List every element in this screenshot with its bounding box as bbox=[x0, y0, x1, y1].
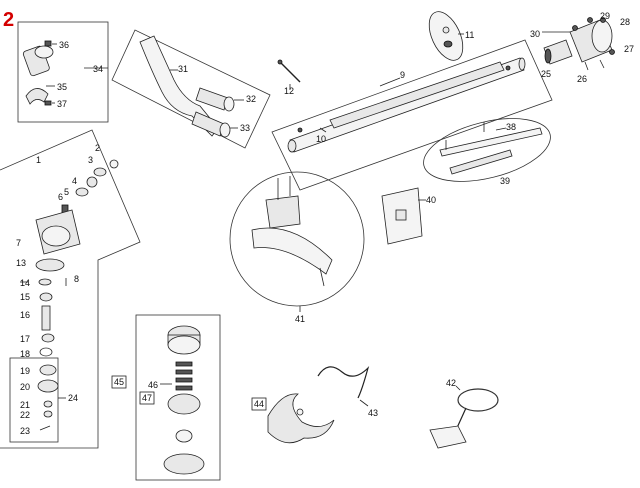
label-20: 20 bbox=[20, 382, 30, 392]
label-13: 13 bbox=[16, 258, 26, 268]
label-4: 4 bbox=[72, 176, 77, 186]
label-35: 35 bbox=[57, 82, 67, 92]
label-1: 1 bbox=[36, 155, 41, 165]
label-42: 42 bbox=[446, 378, 456, 388]
part-12-pin bbox=[277, 59, 301, 90]
label-33: 33 bbox=[240, 123, 250, 133]
label-24: 24 bbox=[68, 393, 78, 403]
label-38: 38 bbox=[506, 122, 516, 132]
label-7: 7 bbox=[16, 238, 21, 248]
label-15: 15 bbox=[20, 292, 30, 302]
label-9: 9 bbox=[400, 70, 405, 80]
label-11: 11 bbox=[465, 30, 474, 40]
page-number: 2 bbox=[3, 9, 14, 31]
label-23: 23 bbox=[20, 426, 30, 436]
part-42-strap bbox=[429, 385, 499, 449]
label-28: 28 bbox=[620, 17, 630, 27]
gearhead-assembly bbox=[542, 17, 615, 71]
label-8: 8 bbox=[74, 274, 79, 284]
label-2: 2 bbox=[95, 143, 100, 153]
part-11-plate bbox=[428, 11, 464, 61]
guard-assembly-41 bbox=[229, 171, 365, 312]
label-41: 41 bbox=[295, 314, 305, 324]
label-22: 22 bbox=[20, 410, 30, 420]
handle-assembly bbox=[111, 29, 271, 149]
label-19: 19 bbox=[20, 366, 30, 376]
label-6: 6 bbox=[58, 192, 63, 202]
label-29: 29 bbox=[600, 11, 610, 21]
label-45: 45 bbox=[114, 377, 124, 387]
label-44: 44 bbox=[254, 399, 264, 409]
label-12: 12 bbox=[284, 86, 294, 96]
label-34: 34 bbox=[93, 64, 103, 74]
label-39: 39 bbox=[500, 176, 510, 186]
label-32: 32 bbox=[246, 94, 256, 104]
trimmer-head-45 bbox=[111, 314, 221, 481]
blade-44 bbox=[251, 393, 335, 444]
label-10: 10 bbox=[316, 134, 326, 144]
drive-column bbox=[0, 129, 141, 449]
label-21: 21 bbox=[20, 400, 30, 410]
label-46: 46 bbox=[148, 380, 158, 390]
label-40: 40 bbox=[426, 195, 436, 205]
label-27: 27 bbox=[624, 44, 634, 54]
label-16: 16 bbox=[20, 310, 30, 320]
part-43-wire bbox=[317, 365, 370, 407]
label-47: 47 bbox=[142, 393, 152, 403]
label-5: 5 bbox=[64, 187, 69, 197]
label-14: 14 bbox=[20, 278, 30, 288]
label-26: 26 bbox=[577, 74, 587, 84]
assembly-34-box bbox=[17, 21, 109, 123]
label-37: 37 bbox=[57, 99, 67, 109]
shaft-assembly-9 bbox=[271, 39, 553, 191]
label-18: 18 bbox=[20, 349, 30, 359]
label-36: 36 bbox=[59, 40, 69, 50]
assembly-39 bbox=[423, 118, 551, 182]
label-25: 25 bbox=[541, 69, 551, 79]
label-3: 3 bbox=[88, 155, 93, 165]
label-31: 31 bbox=[178, 64, 188, 74]
part-40-plate bbox=[381, 187, 426, 245]
label-17: 17 bbox=[20, 334, 30, 344]
label-30: 30 bbox=[530, 29, 540, 39]
label-43: 43 bbox=[368, 408, 378, 418]
